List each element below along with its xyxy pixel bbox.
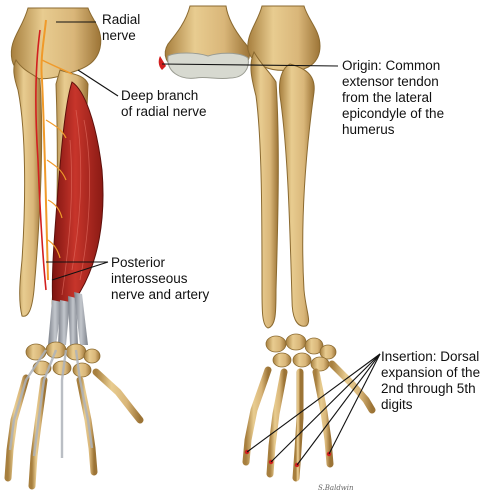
left-forearm bbox=[4, 7, 144, 492]
left-ulna bbox=[13, 59, 43, 317]
label-posterior-interosseous: Posterior interosseous nerve and artery bbox=[111, 255, 210, 302]
left-digit-tendons bbox=[8, 349, 94, 458]
elbow-origin-detail bbox=[158, 5, 251, 80]
right-carpals bbox=[265, 333, 337, 372]
radial-nerve-path bbox=[40, 19, 73, 281]
posterior-interosseous-artery bbox=[35, 29, 47, 291]
left-digits bbox=[4, 368, 144, 492]
leader-origin bbox=[161, 63, 339, 67]
right-radius bbox=[279, 63, 315, 327]
right-ulna bbox=[250, 50, 279, 329]
artist-signature: S.Baldwin bbox=[318, 484, 354, 492]
label-insertion: Insertion: Dorsal expansion of the 2nd t… bbox=[381, 349, 481, 412]
left-humerus bbox=[10, 7, 102, 80]
leader-insertion bbox=[246, 353, 381, 453]
common-extensor-origin bbox=[158, 56, 166, 70]
leader-deep-branch bbox=[77, 69, 119, 97]
label-origin: Origin: Common extensor tendon from the … bbox=[342, 58, 445, 137]
label-deep-branch: Deep branch of radial nerve bbox=[121, 88, 207, 119]
insertion-points bbox=[244, 449, 332, 468]
articular-cartilage bbox=[167, 52, 249, 80]
label-radial-nerve: Radial nerve bbox=[102, 12, 141, 43]
leader-lines bbox=[46, 21, 381, 466]
extensor-tendons bbox=[48, 292, 88, 345]
